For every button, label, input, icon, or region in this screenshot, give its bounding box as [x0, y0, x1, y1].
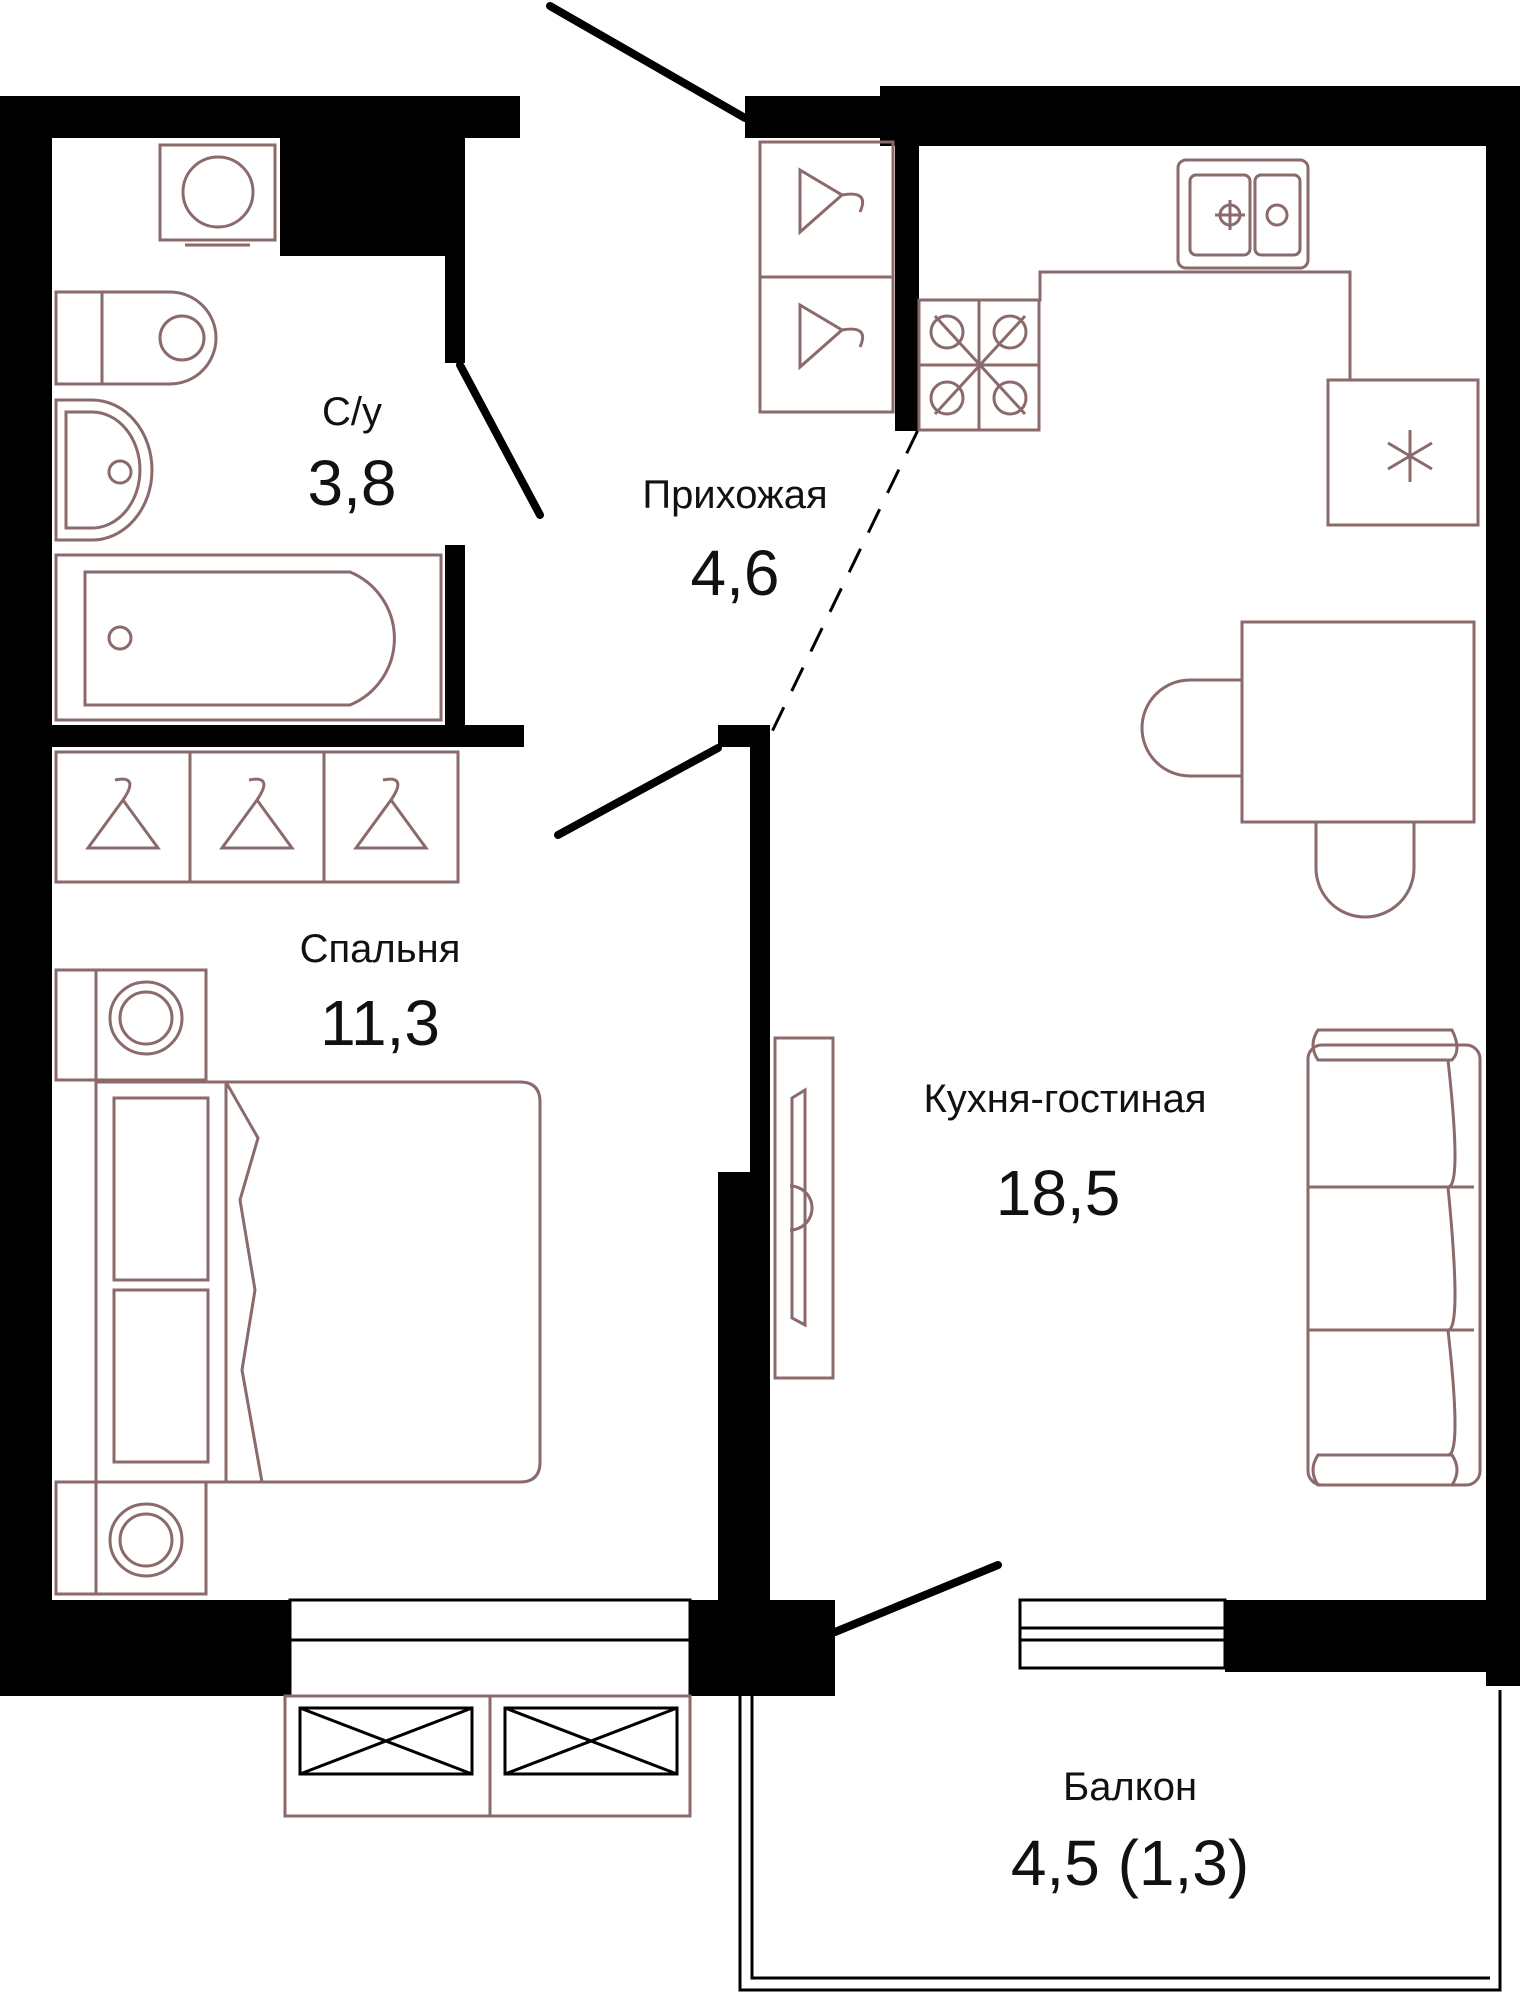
bedroom-window — [288, 1598, 692, 1698]
balcony-name: Балкон — [1063, 1765, 1197, 1809]
radiator-icon — [283, 1694, 692, 1818]
nightstand-icon — [54, 968, 208, 1082]
sofa-icon — [1306, 1028, 1482, 1487]
table-icon — [1240, 620, 1476, 824]
bedroom-area: 11,3 — [320, 987, 440, 1059]
hanger-icon — [219, 777, 295, 850]
stove-icon — [917, 298, 1041, 432]
toilet-icon — [54, 290, 218, 386]
sink-double-icon — [1176, 158, 1310, 270]
hanger-icon — [353, 777, 429, 850]
balcony-window — [1018, 1598, 1227, 1670]
washing-machine-icon — [158, 143, 277, 247]
doors — [456, 2, 1002, 1636]
bed-icon — [94, 1080, 542, 1484]
tv-icon — [773, 1036, 835, 1380]
bathroom-name: С/у — [322, 390, 382, 434]
hanger-icon — [85, 777, 161, 850]
hallway-area: 4,6 — [691, 537, 780, 609]
chair-icon — [1140, 678, 1242, 778]
bathroom-area: 3,8 — [308, 447, 397, 519]
balcony-outline — [738, 1690, 1502, 1992]
fridge-snowflake-icon — [1326, 378, 1480, 527]
bathtub-icon — [54, 553, 443, 722]
hallway-name: Прихожая — [642, 473, 827, 517]
chair-icon — [1314, 822, 1416, 919]
hanger-icon — [798, 302, 865, 371]
bedroom-name: Спальня — [300, 927, 461, 971]
kitchen-living-area: 18,5 — [996, 1157, 1121, 1229]
balcony-area: 4,5 (1,3) — [1011, 1827, 1249, 1899]
bedroom-wardrobe — [54, 750, 460, 884]
hanger-icon — [798, 167, 865, 236]
sink-icon — [54, 398, 154, 542]
hallway-wardrobe — [758, 140, 895, 414]
walls — [0, 86, 1520, 1696]
nightstand-icon — [54, 1480, 208, 1596]
kitchen-living-name: Кухня-гостиная — [924, 1077, 1207, 1121]
